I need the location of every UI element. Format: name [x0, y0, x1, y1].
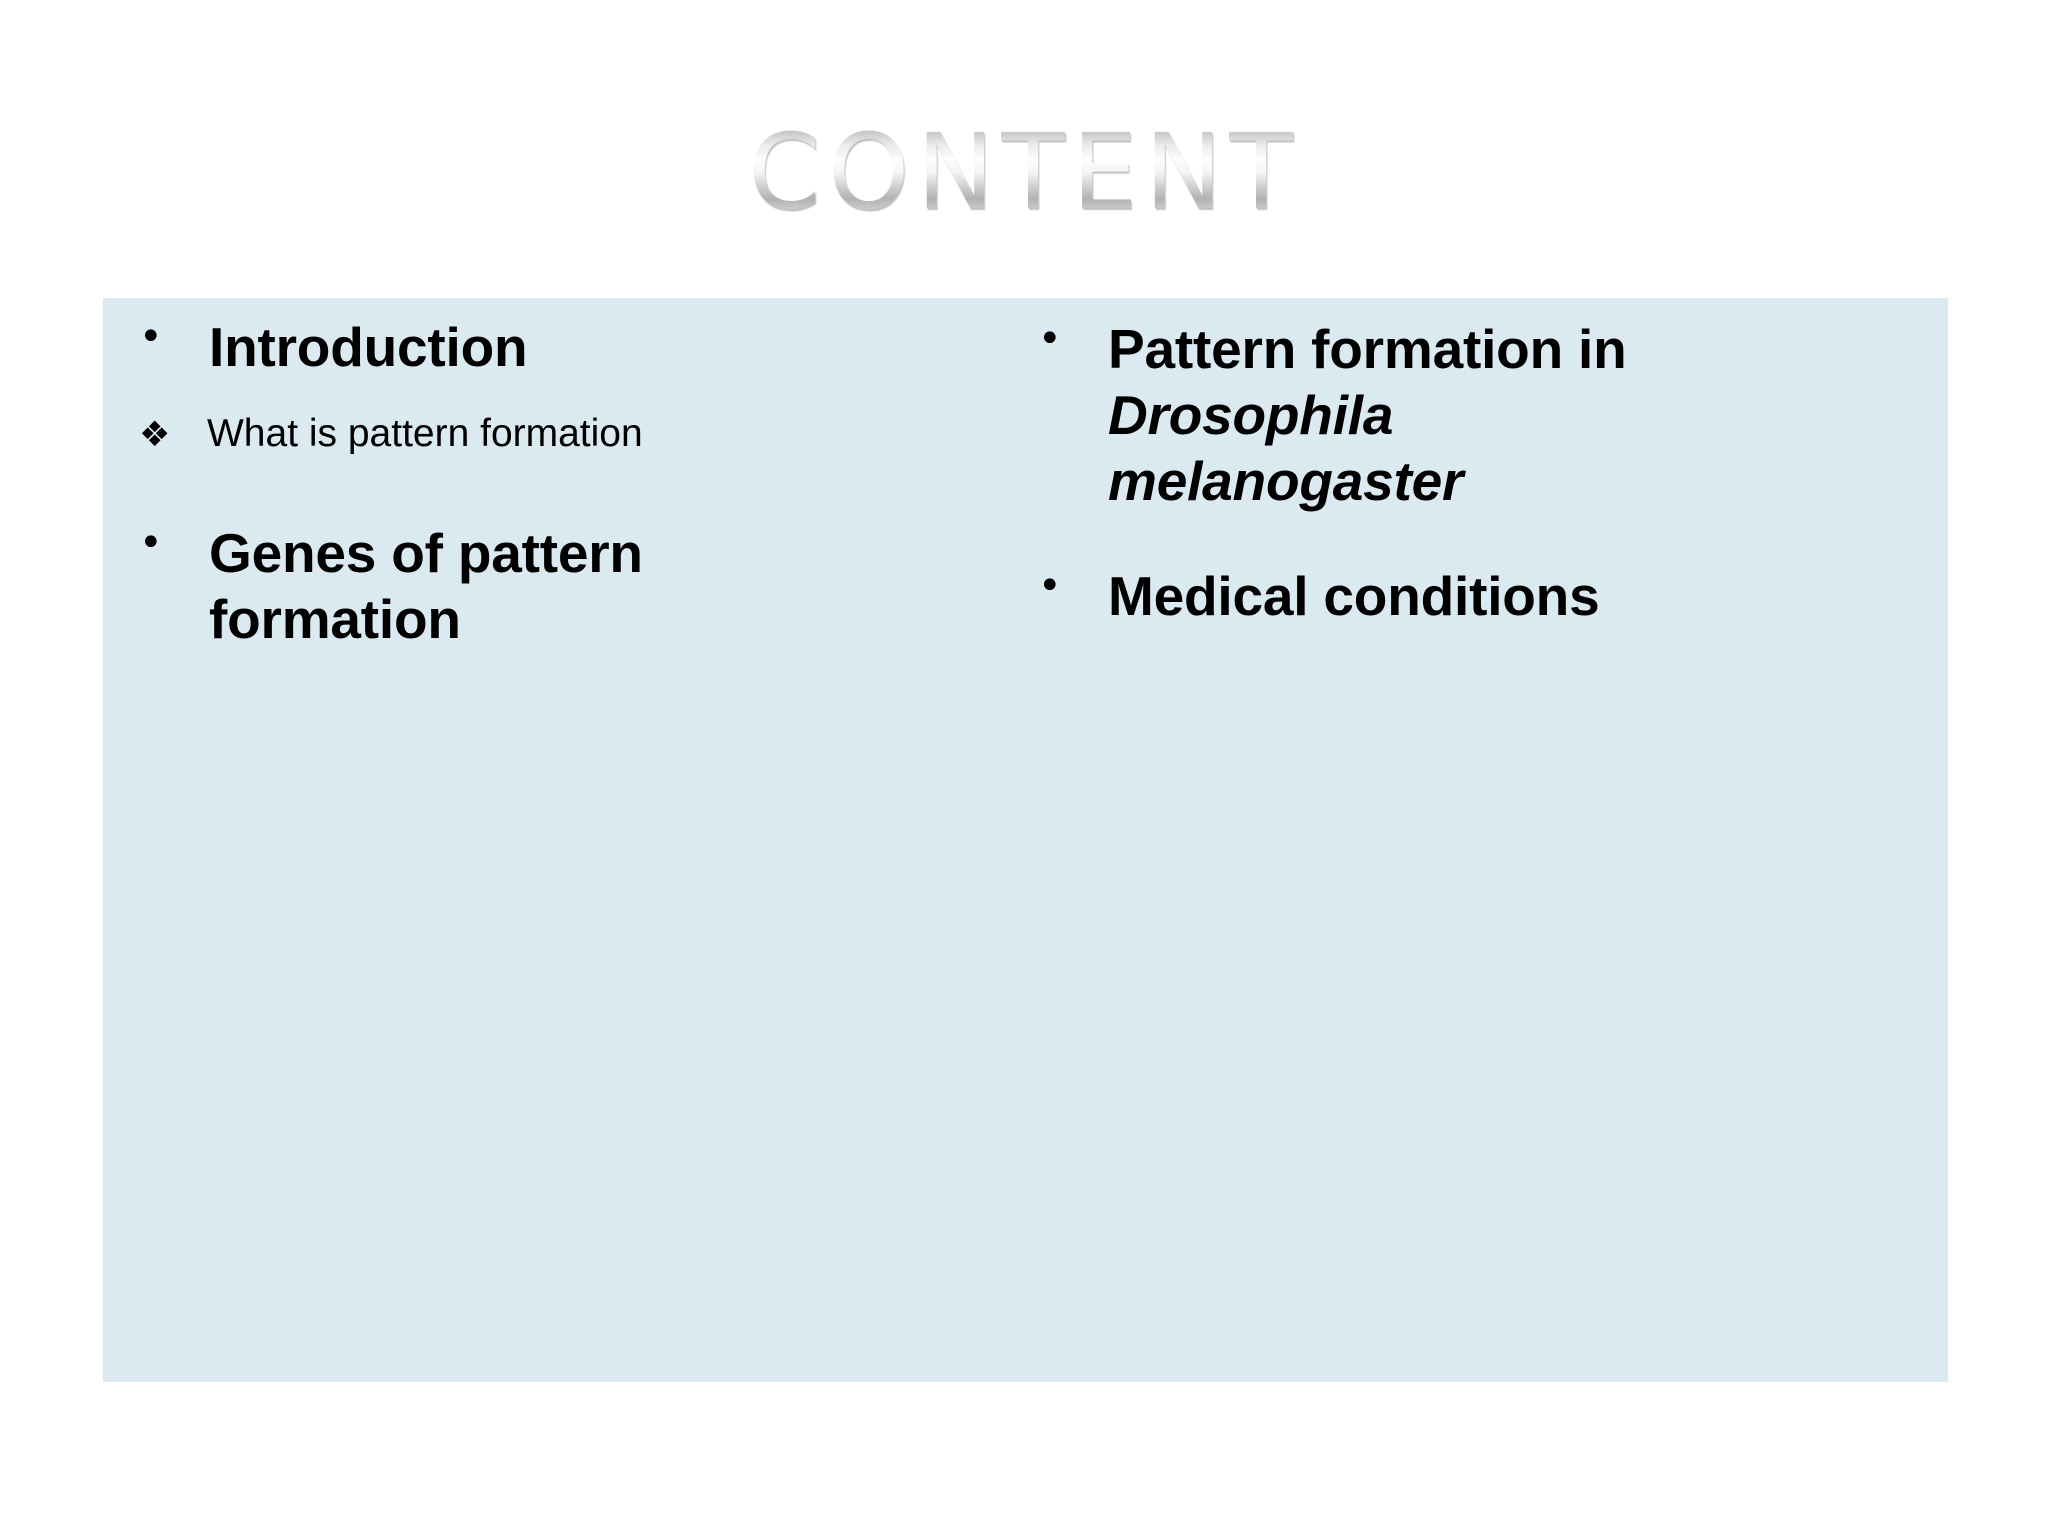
bullet-diamond-icon: ❖ — [139, 415, 171, 455]
list-item-introduction[interactable]: • Introduction — [139, 314, 959, 380]
list-item-label: What is pattern formation — [207, 412, 643, 455]
list-item-medical-conditions[interactable]: • Medical conditions — [1038, 563, 1798, 629]
list-item-label: Introduction — [209, 316, 528, 378]
title-area: CONTENT — [0, 111, 2048, 233]
list-item-label: Genes of pattern formation — [209, 522, 643, 650]
content-panel: • Introduction ❖ What is pattern formati… — [103, 298, 1948, 1382]
page-title: CONTENT — [748, 111, 1300, 233]
list-item-pattern-formation-drosophila[interactable]: • Pattern formation in Drosophila melano… — [1038, 316, 1738, 514]
bullet-dot-icon: • — [139, 520, 163, 566]
list-item-label: Medical conditions — [1108, 565, 1600, 627]
bullet-dot-icon: • — [139, 314, 163, 360]
list-item-label: Pattern formation in Drosophila melanoga… — [1108, 316, 1738, 514]
list-item-genes-of-pattern-formation[interactable]: • Genes of pattern formation — [139, 520, 859, 652]
list-item-label-prefix: Pattern formation in — [1108, 318, 1627, 380]
bullet-dot-icon: • — [1038, 316, 1062, 362]
list-item-label-species: Drosophila melanogaster — [1108, 384, 1464, 512]
list-item-what-is-pattern-formation[interactable]: ❖ What is pattern formation — [139, 410, 979, 459]
bullet-dot-icon: • — [1038, 563, 1062, 609]
